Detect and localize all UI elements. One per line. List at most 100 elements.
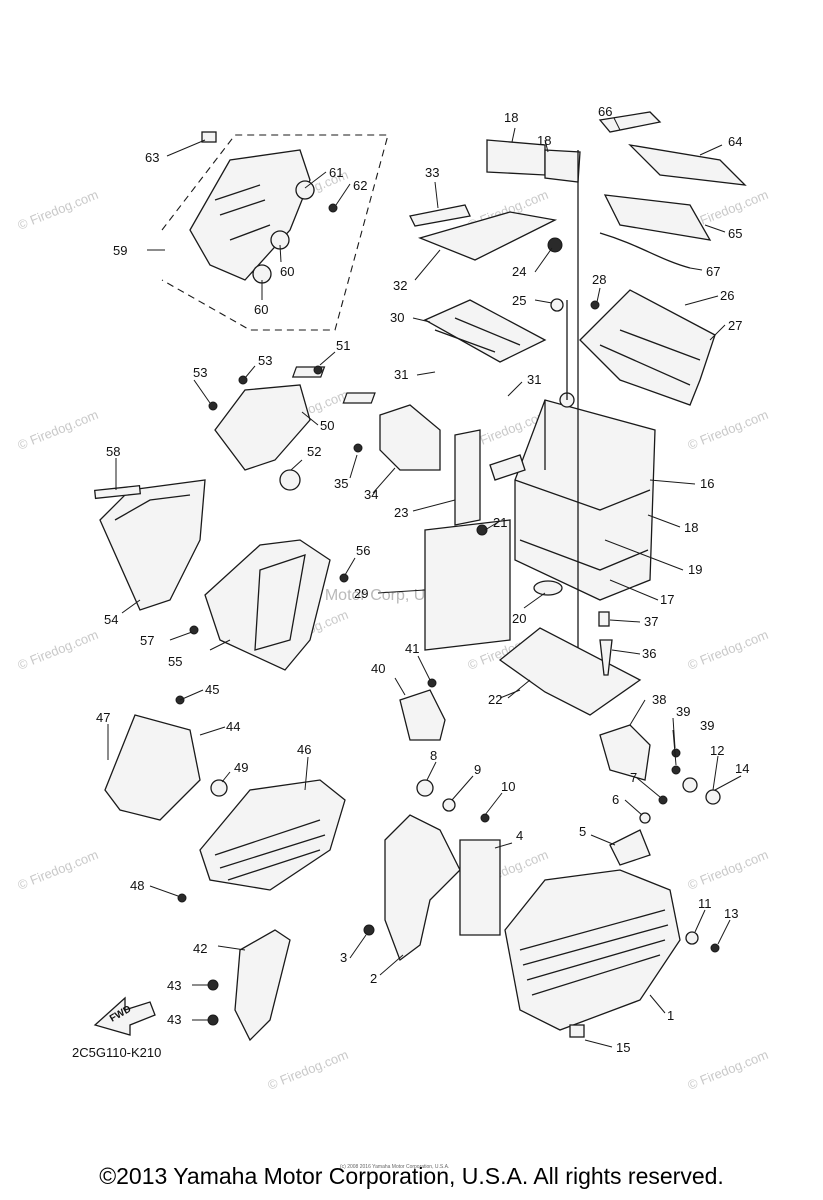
callout-60b: 60 bbox=[254, 302, 268, 317]
watermark: © Firedog.com bbox=[686, 407, 771, 453]
callout-54: 54 bbox=[104, 612, 118, 627]
callout-6: 6 bbox=[612, 792, 619, 807]
callout-53: 53 bbox=[258, 353, 272, 368]
callout-62: 62 bbox=[353, 178, 367, 193]
callout-5: 5 bbox=[579, 824, 586, 839]
callout-43b: 43 bbox=[167, 1012, 181, 1027]
leader-lines bbox=[107, 117, 742, 1048]
callout-34: 34 bbox=[364, 487, 378, 502]
callout-53b: 53 bbox=[193, 365, 207, 380]
callout-23: 23 bbox=[394, 505, 408, 520]
fuse-holder bbox=[598, 611, 613, 676]
callout-42: 42 bbox=[193, 941, 207, 956]
grab-handle-assembly bbox=[161, 131, 389, 331]
callout-47: 47 bbox=[96, 710, 110, 725]
callout-7: 7 bbox=[630, 770, 637, 785]
callout-9: 9 bbox=[474, 762, 481, 777]
callout-12: 12 bbox=[710, 743, 724, 758]
bracket-34-35 bbox=[353, 404, 441, 471]
callout-21: 21 bbox=[493, 515, 507, 530]
callout-46: 46 bbox=[297, 742, 311, 757]
callout-58: 58 bbox=[106, 444, 120, 459]
watermark: © Firedog.com bbox=[16, 627, 101, 673]
callout-4: 4 bbox=[516, 828, 523, 843]
watermark: © Firedog.com bbox=[16, 187, 101, 233]
callout-59: 59 bbox=[113, 243, 127, 258]
callout-30: 30 bbox=[390, 310, 404, 325]
copyright-notice: ©2013 Yamaha Motor Corporation, U.S.A. A… bbox=[99, 1163, 724, 1189]
callout-24: 24 bbox=[512, 264, 526, 279]
bracket-40-41 bbox=[399, 678, 446, 741]
callout-16: 16 bbox=[700, 476, 714, 491]
forward-arrow-icon: FWD bbox=[93, 996, 156, 1036]
callout-2: 2 bbox=[370, 971, 377, 986]
callout-60: 60 bbox=[280, 264, 294, 279]
callout-40: 40 bbox=[371, 661, 385, 676]
callout-64: 64 bbox=[728, 134, 742, 149]
callout-49: 49 bbox=[234, 760, 248, 775]
battery-band-plate bbox=[498, 627, 642, 716]
callout-56: 56 bbox=[356, 543, 370, 558]
tiny-print: (c) 2008 2016 Yamaha Motor Corporation, … bbox=[340, 1164, 449, 1170]
watermark: © Firedog.com bbox=[16, 847, 101, 893]
callout-67: 67 bbox=[706, 264, 720, 279]
watermark: © Firedog.com bbox=[686, 1047, 771, 1093]
tool-tray-assembly bbox=[291, 237, 716, 406]
callout-45: 45 bbox=[205, 682, 219, 697]
bracket-42-43 bbox=[207, 929, 291, 1042]
callout-13: 13 bbox=[724, 906, 738, 921]
callout-31b: 31 bbox=[527, 372, 541, 387]
callout-1: 1 bbox=[667, 1008, 674, 1023]
callout-57: 57 bbox=[140, 633, 154, 648]
callout-19: 19 bbox=[688, 562, 702, 577]
callout-66: 66 bbox=[598, 104, 612, 119]
bracket-50-53 bbox=[208, 365, 323, 491]
right-cover-assembly bbox=[363, 724, 721, 1038]
callout-44: 44 bbox=[226, 719, 240, 734]
callout-32: 32 bbox=[393, 278, 407, 293]
cover-plate-assembly bbox=[409, 111, 747, 269]
callout-61: 61 bbox=[329, 165, 343, 180]
watermark: © Firedog.com bbox=[686, 627, 771, 673]
callout-33: 33 bbox=[425, 165, 439, 180]
callout-41: 41 bbox=[405, 641, 419, 656]
watermark: © Firedog.com bbox=[16, 407, 101, 453]
callout-52: 52 bbox=[307, 444, 321, 459]
callout-25: 25 bbox=[512, 293, 526, 308]
callout-11: 11 bbox=[698, 896, 712, 911]
callouts: 1 2 3 4 5 6 7 8 9 10 11 12 13 14 15 16 1… bbox=[96, 104, 749, 1055]
callout-29: 29 bbox=[354, 586, 368, 601]
diagram-code: 2C5G110-K210 bbox=[72, 1045, 161, 1060]
watermark: © Firedog.com bbox=[266, 1047, 351, 1093]
callout-18c: 18 bbox=[684, 520, 698, 535]
callout-48: 48 bbox=[130, 878, 144, 893]
callout-38: 38 bbox=[652, 692, 666, 707]
callout-31: 31 bbox=[394, 367, 408, 382]
callout-37: 37 bbox=[644, 614, 658, 629]
callout-51: 51 bbox=[336, 338, 350, 353]
callout-15: 15 bbox=[616, 1040, 630, 1055]
callout-43: 43 bbox=[167, 978, 181, 993]
callout-39: 39 bbox=[676, 704, 690, 719]
callout-8: 8 bbox=[430, 748, 437, 763]
watermark: © Firedog.com bbox=[686, 847, 771, 893]
callout-22: 22 bbox=[488, 692, 502, 707]
callout-27: 27 bbox=[728, 318, 742, 333]
left-cover-assembly bbox=[104, 695, 346, 903]
callout-50: 50 bbox=[320, 418, 334, 433]
callout-35: 35 bbox=[334, 476, 348, 491]
side-cover-left bbox=[93, 479, 349, 671]
callout-3: 3 bbox=[340, 950, 347, 965]
callout-18b: 18 bbox=[537, 133, 551, 148]
callout-18: 18 bbox=[504, 110, 518, 125]
callout-17: 17 bbox=[660, 592, 674, 607]
callout-36: 36 bbox=[642, 646, 656, 661]
callout-20: 20 bbox=[512, 611, 526, 626]
callout-10: 10 bbox=[501, 779, 515, 794]
callout-65: 65 bbox=[728, 226, 742, 241]
callout-28: 28 bbox=[592, 272, 606, 287]
battery-box-assembly bbox=[424, 150, 656, 690]
callout-63: 63 bbox=[145, 150, 159, 165]
callout-14: 14 bbox=[735, 761, 749, 776]
